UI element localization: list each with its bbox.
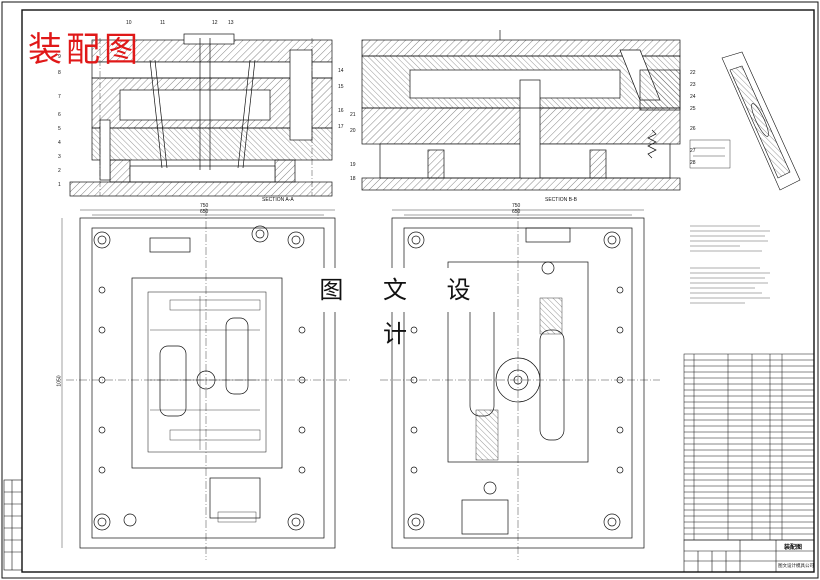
- callout-27: 27: [690, 148, 696, 154]
- dim-inner-left: 650: [200, 209, 209, 215]
- callout-12: 12: [212, 20, 218, 26]
- title-block-company: 图文设计模具公司: [778, 563, 814, 568]
- dim-height-left: 1050: [56, 375, 63, 387]
- parts-list-table: [683, 353, 815, 541]
- callout-1: 1: [58, 182, 61, 188]
- callout-13: 13: [228, 20, 234, 26]
- section-a-label: SECTION A-A: [262, 197, 294, 203]
- callout-5: 5: [58, 126, 61, 132]
- callout-4: 4: [58, 140, 61, 146]
- section-a-view: [69, 33, 333, 197]
- dim-inner-right: 650: [512, 209, 521, 215]
- callout-2: 2: [58, 168, 61, 174]
- callout-8: 8: [58, 70, 61, 76]
- callout-22: 22: [690, 70, 696, 76]
- callout-28: 28: [690, 160, 696, 166]
- watermark-title: 装配图: [28, 30, 142, 70]
- dim-width-left: 750: [200, 203, 209, 209]
- section-b-view: [361, 30, 681, 191]
- section-b-label: SECTION B-B: [545, 197, 577, 203]
- overlay-banner: 图 文 设 计: [298, 268, 508, 348]
- technical-notes: [690, 225, 770, 304]
- callout-15: 15: [338, 84, 344, 90]
- callout-11: 11: [160, 20, 166, 26]
- callout-17: 17: [338, 124, 344, 130]
- callout-9: 9: [58, 54, 61, 60]
- callout-20: 20: [350, 128, 356, 134]
- callout-24: 24: [690, 94, 696, 100]
- callout-21: 21: [350, 112, 356, 118]
- inner-border: [21, 9, 815, 573]
- callout-3: 3: [58, 154, 61, 160]
- left-margin-block: [3, 479, 23, 571]
- callout-18: 18: [350, 176, 356, 182]
- callout-14: 14: [338, 68, 344, 74]
- callout-26: 26: [690, 126, 696, 132]
- product-isometric: [689, 51, 801, 191]
- callout-7: 7: [58, 94, 61, 100]
- callout-16: 16: [338, 108, 344, 114]
- title-block: [683, 539, 815, 573]
- title-block-drawing-title: 装配图: [784, 545, 803, 551]
- callout-19: 19: [350, 162, 356, 168]
- callout-10: 10: [126, 20, 132, 26]
- callout-25: 25: [690, 106, 696, 112]
- callout-6: 6: [58, 112, 61, 118]
- callout-23: 23: [690, 82, 696, 88]
- dim-width-right: 750: [512, 203, 521, 209]
- plan-view-left: [61, 208, 350, 560]
- plan-view-right: [380, 208, 660, 560]
